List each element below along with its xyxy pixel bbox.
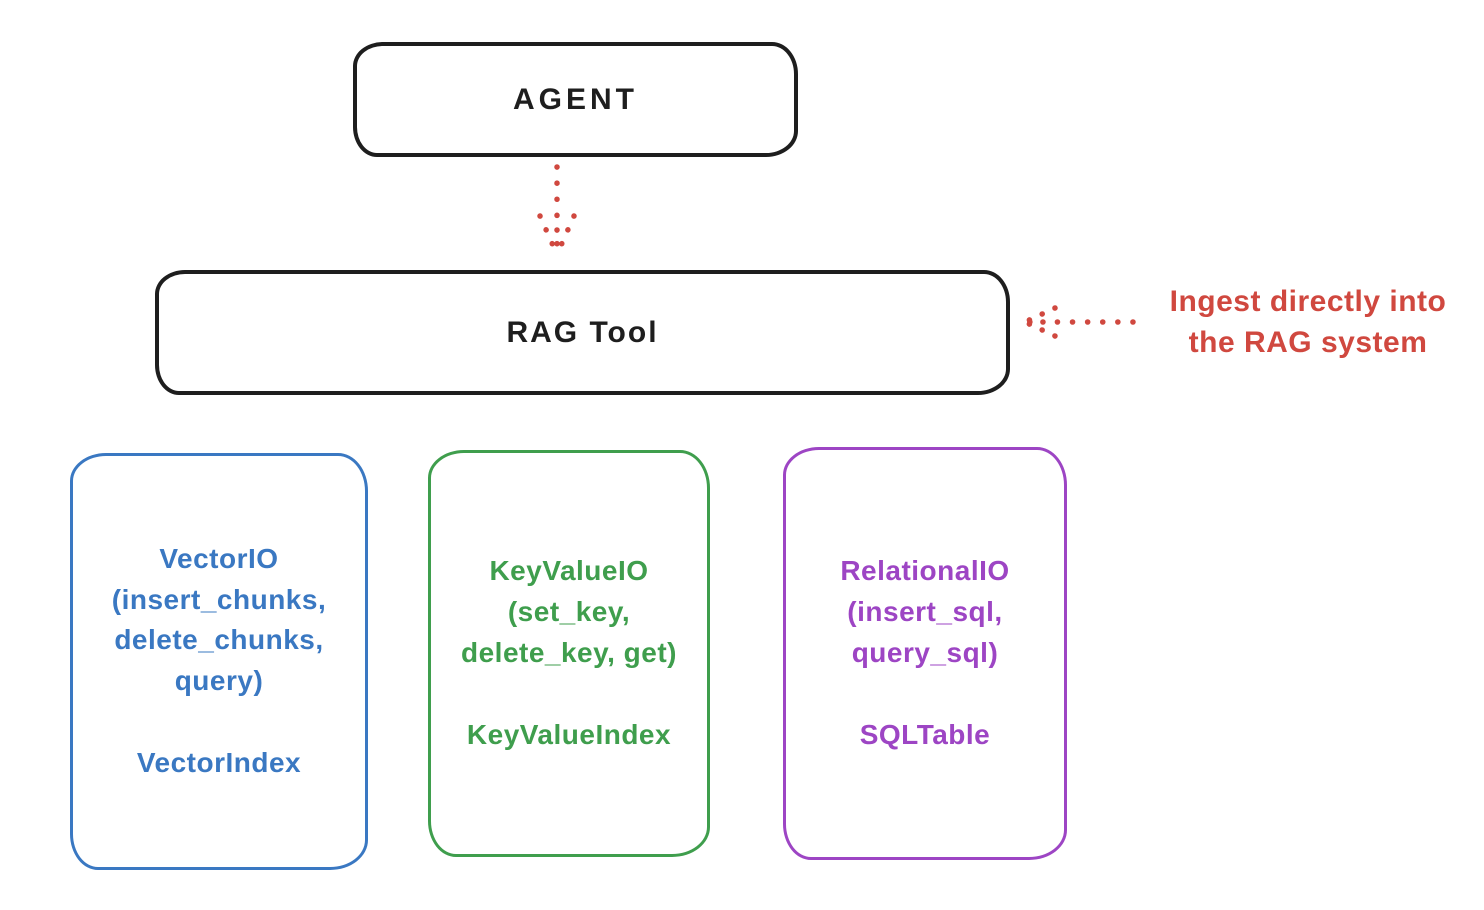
store-line: VectorIO [159, 543, 279, 575]
store-line: (insert_sql, [847, 595, 1003, 627]
store-line: delete_chunks, [114, 624, 324, 656]
relational-io-methods: RelationalIO (insert_sql, query_sql) [840, 551, 1009, 673]
sql-table-label: SQLTable [859, 719, 991, 751]
rag-tool-label: RAG Tool [506, 315, 659, 349]
relational-io-box: RelationalIO (insert_sql, query_sql) SQL… [783, 447, 1067, 860]
keyvalue-io-methods: KeyValueIO (set_key, delete_key, get) [461, 551, 677, 673]
agent-label: AGENT [513, 82, 638, 116]
keyvalue-index-label: KeyValueIndex [466, 719, 672, 751]
annotation-text: Ingest directly into the RAG system [1140, 281, 1476, 364]
store-line: (set_key, [507, 595, 631, 627]
store-line: query) [174, 664, 264, 696]
agent-box: AGENT [353, 42, 798, 157]
vector-index-label: VectorIndex [136, 747, 302, 779]
store-line: query_sql) [851, 636, 999, 668]
annotation-to-rag-arrow-icon [1019, 305, 1136, 339]
store-line: RelationalIO [840, 555, 1010, 587]
store-line: delete_key, get) [460, 636, 678, 668]
vector-io-methods: VectorIO (insert_chunks, delete_chunks, … [112, 539, 326, 701]
keyvalue-io-box: KeyValueIO (set_key, delete_key, get) Ke… [428, 450, 710, 857]
annotation-line2: the RAG system [1188, 326, 1428, 360]
vector-io-box: VectorIO (insert_chunks, delete_chunks, … [70, 453, 368, 870]
agent-to-rag-arrow-icon [537, 164, 577, 260]
store-line: KeyValueIO [489, 555, 649, 587]
store-line: (insert_chunks, [111, 583, 327, 615]
rag-tool-box: RAG Tool [155, 270, 1010, 395]
annotation-line1: Ingest directly into [1169, 285, 1447, 318]
